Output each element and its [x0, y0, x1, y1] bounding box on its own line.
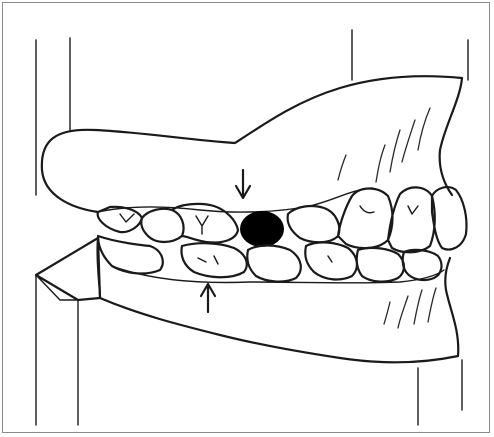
up-arrow: [201, 284, 215, 312]
upper-teeth: [98, 187, 467, 252]
lower-cast: [97, 238, 458, 362]
highlighted-contact-point: [240, 211, 284, 247]
down-arrow: [236, 170, 250, 198]
upper-cast: [42, 76, 462, 212]
